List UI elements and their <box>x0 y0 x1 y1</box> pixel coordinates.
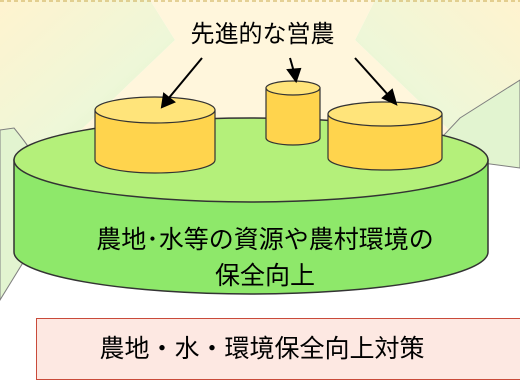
middle-cylinder-body <box>265 87 321 146</box>
arrow-to-right-cylinder <box>354 57 390 97</box>
arrowhead-left <box>160 92 176 109</box>
policy-title-label: 農地・水・環境保全向上対策 <box>99 334 425 363</box>
left-glow-ray <box>0 0 175 150</box>
left-cylinder-top <box>94 96 216 124</box>
resource-conservation-line-1: 農地･水等の資源や農村環境の <box>96 225 434 254</box>
middle-cylinder-top <box>265 80 321 96</box>
policy-title-box: 農地・水・環境保全向上対策 <box>36 318 520 380</box>
left-cylinder-body <box>94 109 216 174</box>
resource-conservation-label: 農地･水等の資源や農村環境の 保全向上 <box>30 222 500 294</box>
advanced-farming-label: 先進的な営農 <box>190 20 335 48</box>
arrow-to-left-cylinder <box>167 57 203 100</box>
arrowhead-middle <box>286 67 302 84</box>
right-cylinder-body <box>327 113 443 171</box>
resource-conservation-line-2: 保全向上 <box>214 261 315 290</box>
arrowhead-right <box>381 88 398 106</box>
right-cylinder-top <box>327 101 443 127</box>
pointer-arrows <box>160 57 398 109</box>
